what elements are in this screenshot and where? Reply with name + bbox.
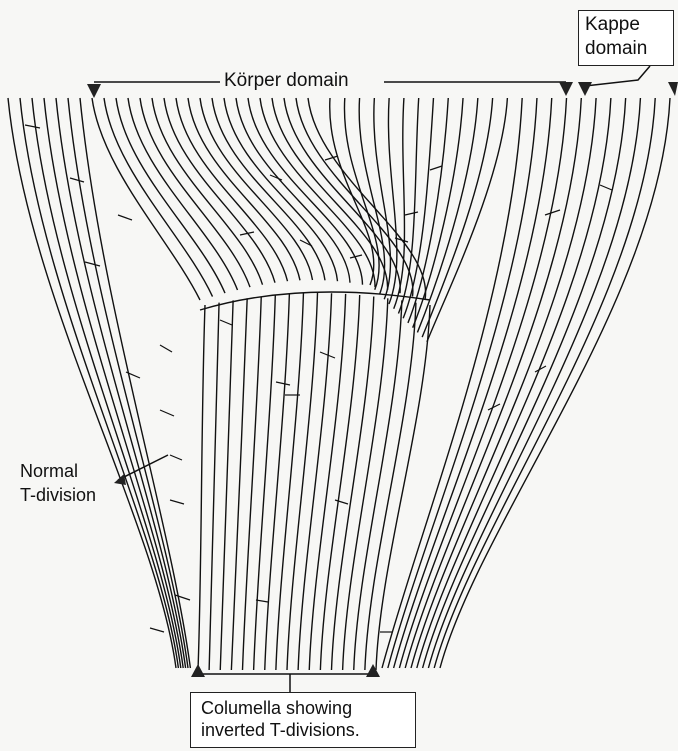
cell-wall bbox=[160, 345, 172, 352]
columella-file-line bbox=[254, 295, 276, 670]
cell-wall bbox=[70, 178, 84, 182]
cell-wall bbox=[25, 125, 40, 128]
normal-t-division-label: Normal T-division bbox=[20, 459, 96, 507]
cell-wall bbox=[335, 500, 348, 504]
columella-file-line bbox=[332, 297, 374, 670]
kappe-left-marker bbox=[578, 82, 592, 96]
columella-file-line bbox=[220, 300, 233, 670]
cell-wall bbox=[126, 372, 140, 378]
cell-wall bbox=[430, 166, 442, 170]
normal-label-line1: Normal bbox=[20, 459, 96, 483]
cell-wall bbox=[170, 455, 182, 460]
kappe-label-line1: Kappe bbox=[585, 13, 667, 37]
columella-cell-files bbox=[198, 292, 430, 670]
cell-wall bbox=[545, 210, 560, 215]
columella-file-line bbox=[209, 303, 219, 670]
kappe-right-marker bbox=[668, 82, 678, 96]
cell-file-line bbox=[411, 98, 596, 668]
domain-markers bbox=[87, 82, 678, 677]
cell-file-line bbox=[224, 98, 338, 281]
cell-file-line bbox=[423, 98, 626, 668]
kappe-label-line2: domain bbox=[585, 37, 667, 61]
cell-wall bbox=[170, 500, 184, 504]
cell-file-line bbox=[20, 98, 178, 668]
cell-wall bbox=[160, 410, 174, 416]
columella-file-line bbox=[276, 293, 304, 670]
cell-file-line bbox=[427, 98, 507, 342]
cell-file-line bbox=[359, 98, 384, 294]
korper-right-marker bbox=[559, 82, 573, 96]
cell-wall bbox=[175, 595, 190, 600]
normal-label-line2: T-division bbox=[20, 483, 96, 507]
columella-top-boundary bbox=[200, 292, 430, 310]
cell-file-line bbox=[260, 98, 375, 287]
cell-file-line bbox=[80, 98, 190, 668]
cell-file-line bbox=[403, 98, 433, 318]
cell-file-line bbox=[128, 98, 238, 290]
cell-file-line bbox=[422, 98, 492, 337]
columella-file-line bbox=[265, 294, 290, 670]
normal-arrowhead bbox=[114, 474, 126, 485]
columella-label-line1: Columella showing bbox=[201, 697, 405, 719]
korper-left-marker bbox=[87, 84, 101, 98]
cell-file-line bbox=[399, 98, 566, 668]
cell-file-line bbox=[417, 98, 477, 332]
cell-wall bbox=[118, 215, 132, 220]
columella-right-marker bbox=[366, 664, 380, 677]
cell-wall bbox=[220, 320, 232, 325]
cell-wall bbox=[85, 262, 100, 266]
cell-file-line bbox=[236, 98, 350, 283]
cell-file-line bbox=[388, 98, 537, 668]
cell-wall bbox=[276, 382, 290, 385]
cell-wall bbox=[325, 156, 338, 160]
korper-domain-label: Körper domain bbox=[222, 70, 351, 92]
columella-left-marker bbox=[191, 664, 205, 677]
columella-file-line bbox=[354, 300, 402, 670]
cell-file-line bbox=[413, 98, 463, 328]
cell-file-line bbox=[272, 98, 388, 290]
cell-file-line bbox=[428, 98, 640, 668]
kappe-pointer bbox=[585, 66, 650, 86]
cell-file-line bbox=[32, 98, 181, 668]
cell-file-line bbox=[68, 98, 188, 668]
columella-label-box: Columella showing inverted T-divisions. bbox=[190, 692, 416, 748]
columella-file-line bbox=[198, 305, 205, 670]
cell-wall bbox=[600, 185, 612, 190]
kappe-domain-label-box: Kappe domain bbox=[578, 10, 674, 66]
columella-file-line bbox=[365, 303, 416, 670]
cell-wall bbox=[405, 212, 418, 215]
columella-label-line2: inverted T-divisions. bbox=[201, 719, 405, 741]
normal-arrow-line bbox=[118, 455, 168, 480]
cell-file-line bbox=[212, 98, 325, 280]
cell-wall bbox=[150, 628, 164, 632]
